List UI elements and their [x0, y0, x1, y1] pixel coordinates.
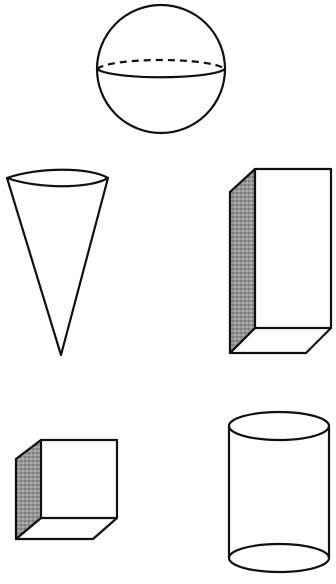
rectangular-prism-shape	[230, 169, 331, 353]
cube-shape	[16, 440, 117, 539]
sphere-shape	[97, 5, 225, 133]
cylinder-shape	[229, 412, 329, 572]
cone-shape	[7, 170, 108, 355]
